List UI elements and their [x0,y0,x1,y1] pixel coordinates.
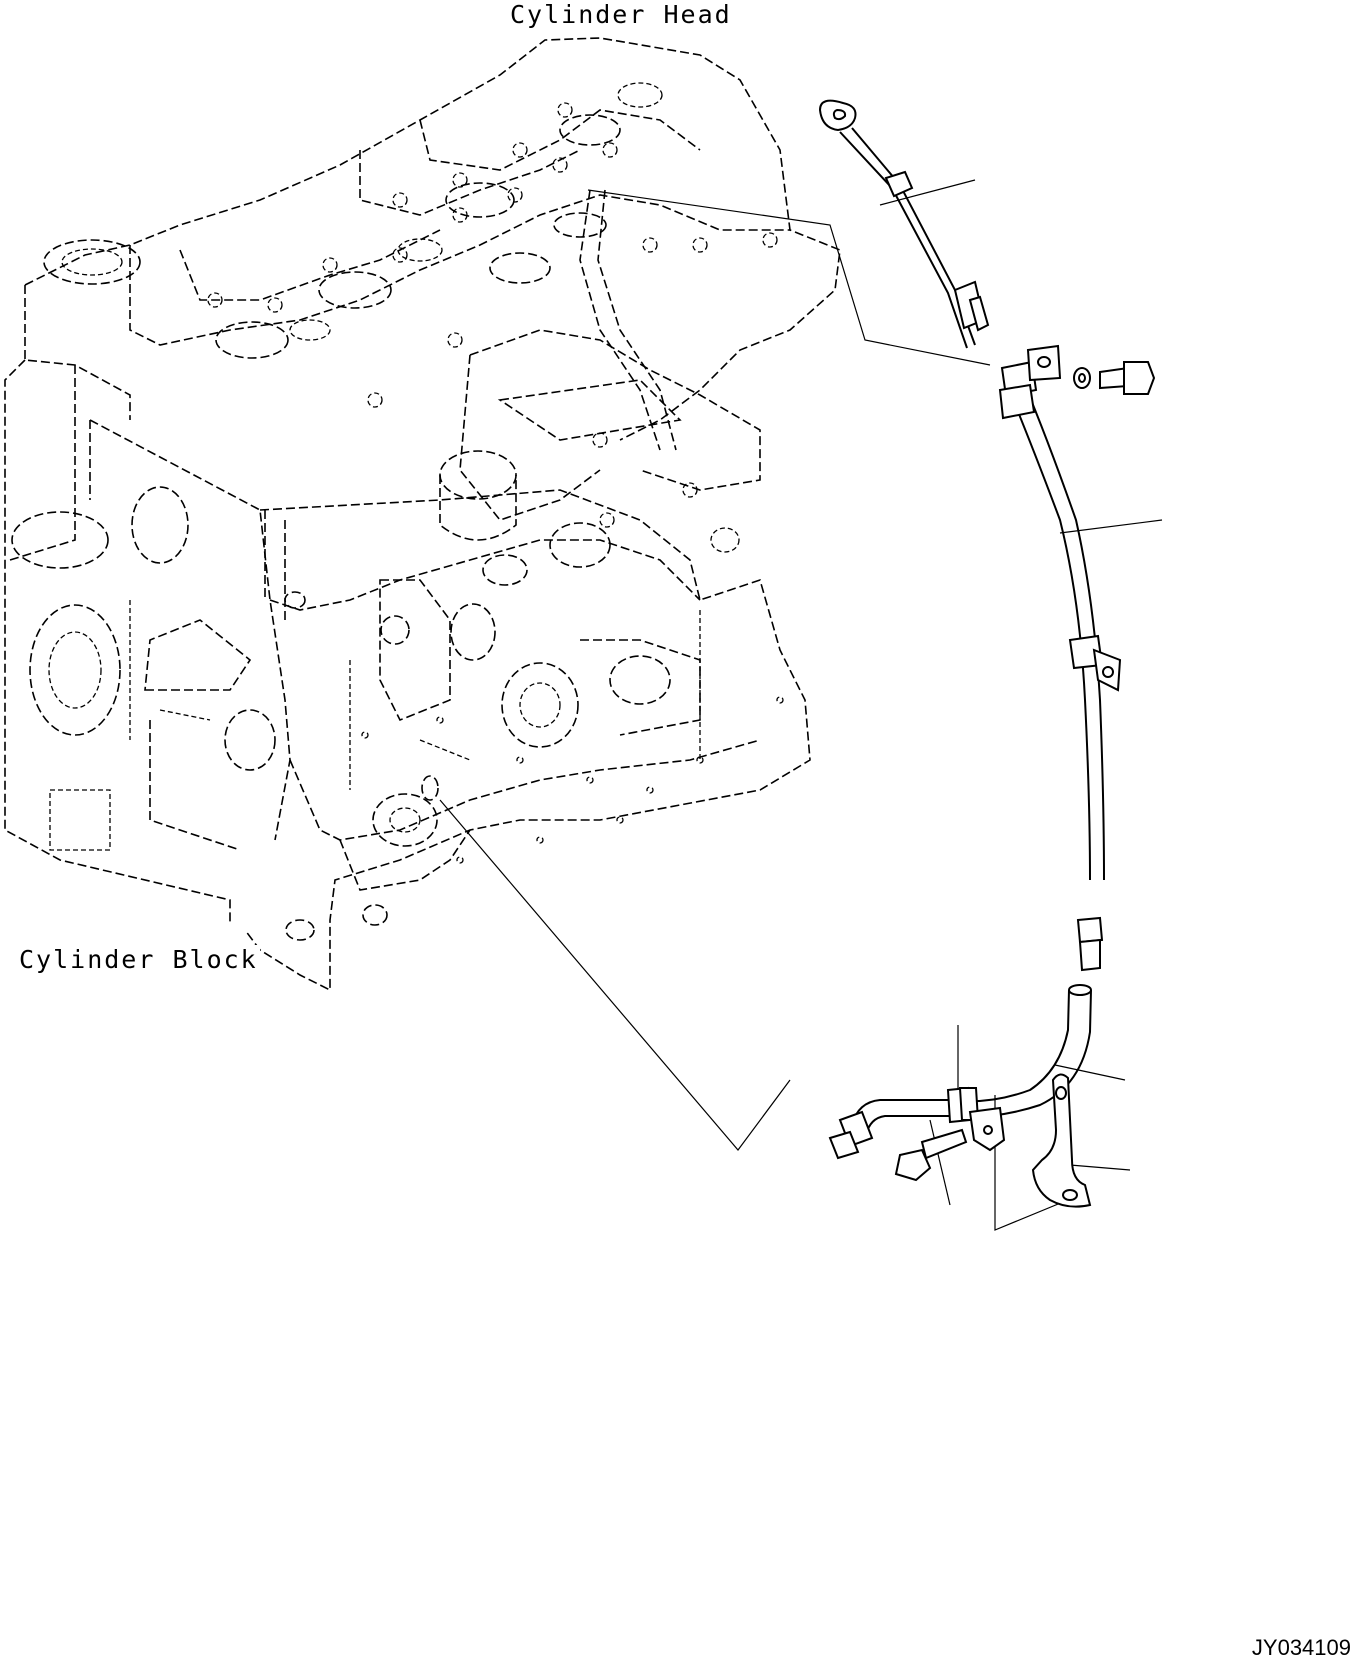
engine-block-outline [4,37,841,992]
cylinder-block-label: Cylinder Block [17,945,260,974]
cylinder-head-label: Cylinder Head [508,0,734,29]
lower-bracket [1031,1073,1092,1208]
upper-guide-tube [998,344,1122,972]
upper-washer-bolt [1073,361,1156,395]
lower-guide-tube [828,984,1092,1160]
leader-lines [439,179,1163,1231]
lower-clamp-plate [968,1106,1006,1152]
dipstick-gauge [818,99,990,349]
drawing-code: JY034109 [1251,1635,1351,1660]
lower-flange-bolt [894,1128,968,1182]
